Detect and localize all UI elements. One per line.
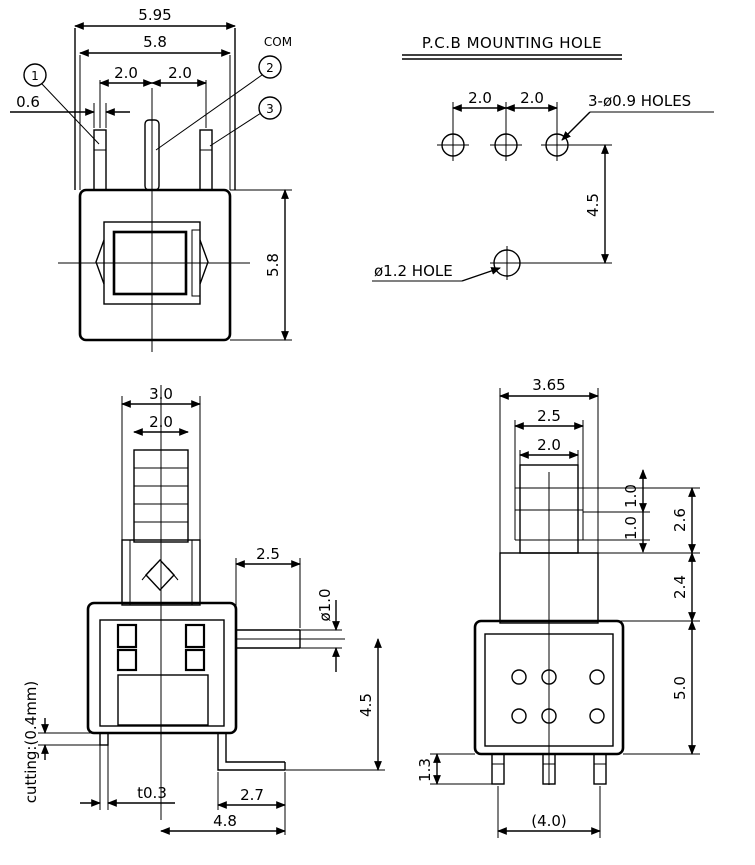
front-pin-mid xyxy=(542,753,556,785)
side-view: 3.0 2.0 2.5 ø1.0 4.5 cutting:(0.4mm) t0.… xyxy=(22,385,385,835)
side-body xyxy=(86,601,238,735)
front-dim-a: 1.0 xyxy=(622,484,640,508)
front-dim-pin-span: (4.0) xyxy=(531,812,567,830)
side-dim-inner-width: 2.0 xyxy=(149,413,173,431)
top-view: 5.95 5.8 2.0 2.0 0.6 5.8 1 2 COM 3 xyxy=(10,6,292,352)
pcb-title: P.C.B MOUNTING HOLE xyxy=(422,34,602,52)
side-dim-thickness: t0.3 xyxy=(137,784,167,802)
pcb-pitch-left: 2.0 xyxy=(468,89,492,107)
front-dim-width-inner: 2.0 xyxy=(537,436,561,454)
front-view: 3.65 2.5 2.0 1.0 1.0 2.6 2.4 5.0 xyxy=(416,376,700,838)
callout-3 xyxy=(258,96,282,120)
dim-height: 5.8 xyxy=(264,253,282,277)
front-pin-left xyxy=(491,753,505,785)
pcb-vertical: 4.5 xyxy=(584,193,602,217)
pcb-holes-label: 3-ø0.9 HOLES xyxy=(588,92,691,110)
pin-com xyxy=(144,119,160,191)
front-dim-width-top: 3.65 xyxy=(532,376,565,394)
pcb-pitch-right: 2.0 xyxy=(520,89,544,107)
front-dim-e: 5.0 xyxy=(671,676,689,700)
front-dim-d: 2.4 xyxy=(671,575,689,599)
front-pin-right xyxy=(593,753,607,785)
side-dim-bottom-short: 2.7 xyxy=(240,786,264,804)
front-dim-c: 2.6 xyxy=(671,508,689,532)
front-dim-width-mid: 2.5 xyxy=(537,407,561,425)
hole-2 xyxy=(490,129,522,161)
dim-width-outer: 5.95 xyxy=(138,6,171,24)
front-dim-b: 1.0 xyxy=(622,516,640,540)
callout-2 xyxy=(258,55,282,79)
front-dim-pin-len: 1.3 xyxy=(416,758,434,782)
pin-3 xyxy=(199,129,213,191)
side-dim-pin-dia: ø1.0 xyxy=(316,588,334,621)
side-dim-height: 4.5 xyxy=(357,693,375,717)
svg-text:3: 3 xyxy=(266,102,274,116)
svg-text:1: 1 xyxy=(31,69,39,83)
side-cutting-label: cutting:(0.4mm) xyxy=(22,681,40,804)
hole-big xyxy=(490,246,612,280)
side-dim-lever: 2.5 xyxy=(256,545,280,563)
hole-1 xyxy=(437,129,469,161)
dim-width-inner: 5.8 xyxy=(143,33,167,51)
side-dim-bottom-long: 4.8 xyxy=(213,812,237,830)
dim-pitch-right: 2.0 xyxy=(168,64,192,82)
pin-1 xyxy=(93,129,107,191)
callout-1 xyxy=(23,63,47,87)
pcb-mounting-hole: P.C.B MOUNTING HOLE 2.0 2.0 3-ø0.9 HOLES xyxy=(372,34,714,282)
pcb-big-hole-label: ø1.2 HOLE xyxy=(374,262,453,280)
svg-text:2: 2 xyxy=(266,61,274,75)
dim-pitch-left: 2.0 xyxy=(114,64,138,82)
hole-3 xyxy=(541,129,612,161)
dim-pin-width: 0.6 xyxy=(16,93,40,111)
side-dim-top-width: 3.0 xyxy=(149,385,173,403)
com-label: COM xyxy=(264,35,292,49)
